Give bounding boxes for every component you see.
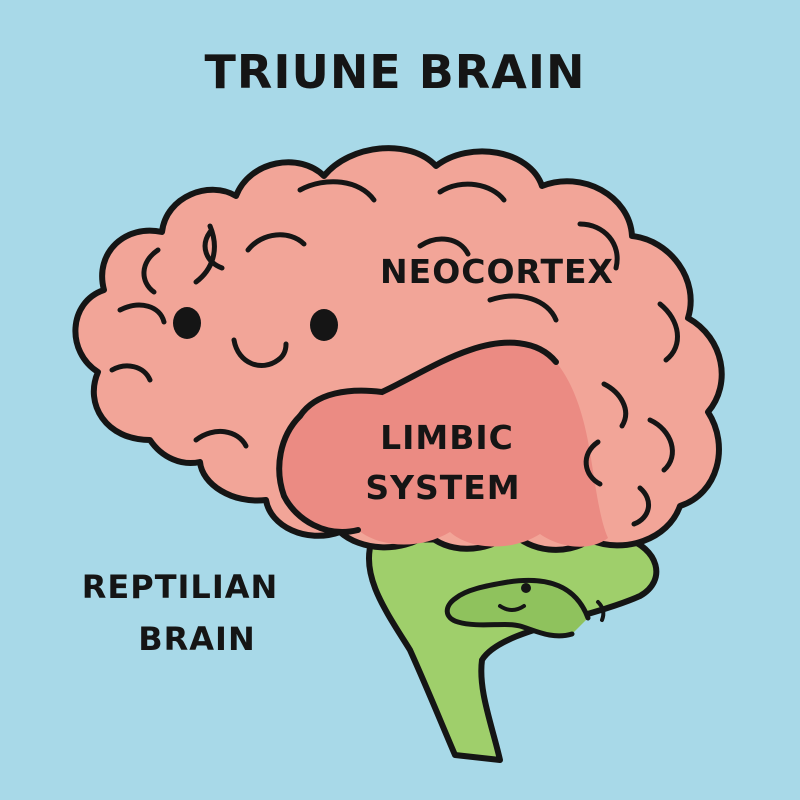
limbic-system-label-line2: SYSTEM — [365, 468, 520, 507]
reptilian-brain-label-line1: REPTILIAN — [82, 568, 279, 606]
brain-face-icon — [173, 307, 338, 368]
brain-folds — [109, 179, 680, 527]
brain-stem-shape — [365, 535, 660, 763]
limbic-system-label-line1: LIMBIC — [380, 418, 514, 457]
limbic-system-shape — [279, 342, 608, 547]
limbic-system-region — [276, 339, 608, 547]
neocortex-label: NEOCORTEX — [380, 252, 614, 291]
reptilian-brain-label-line2: BRAIN — [138, 620, 255, 658]
reptilian-brain-region — [365, 535, 660, 763]
snake-icon — [444, 577, 606, 639]
diagram-title: TRIUNE BRAIN — [205, 45, 586, 99]
